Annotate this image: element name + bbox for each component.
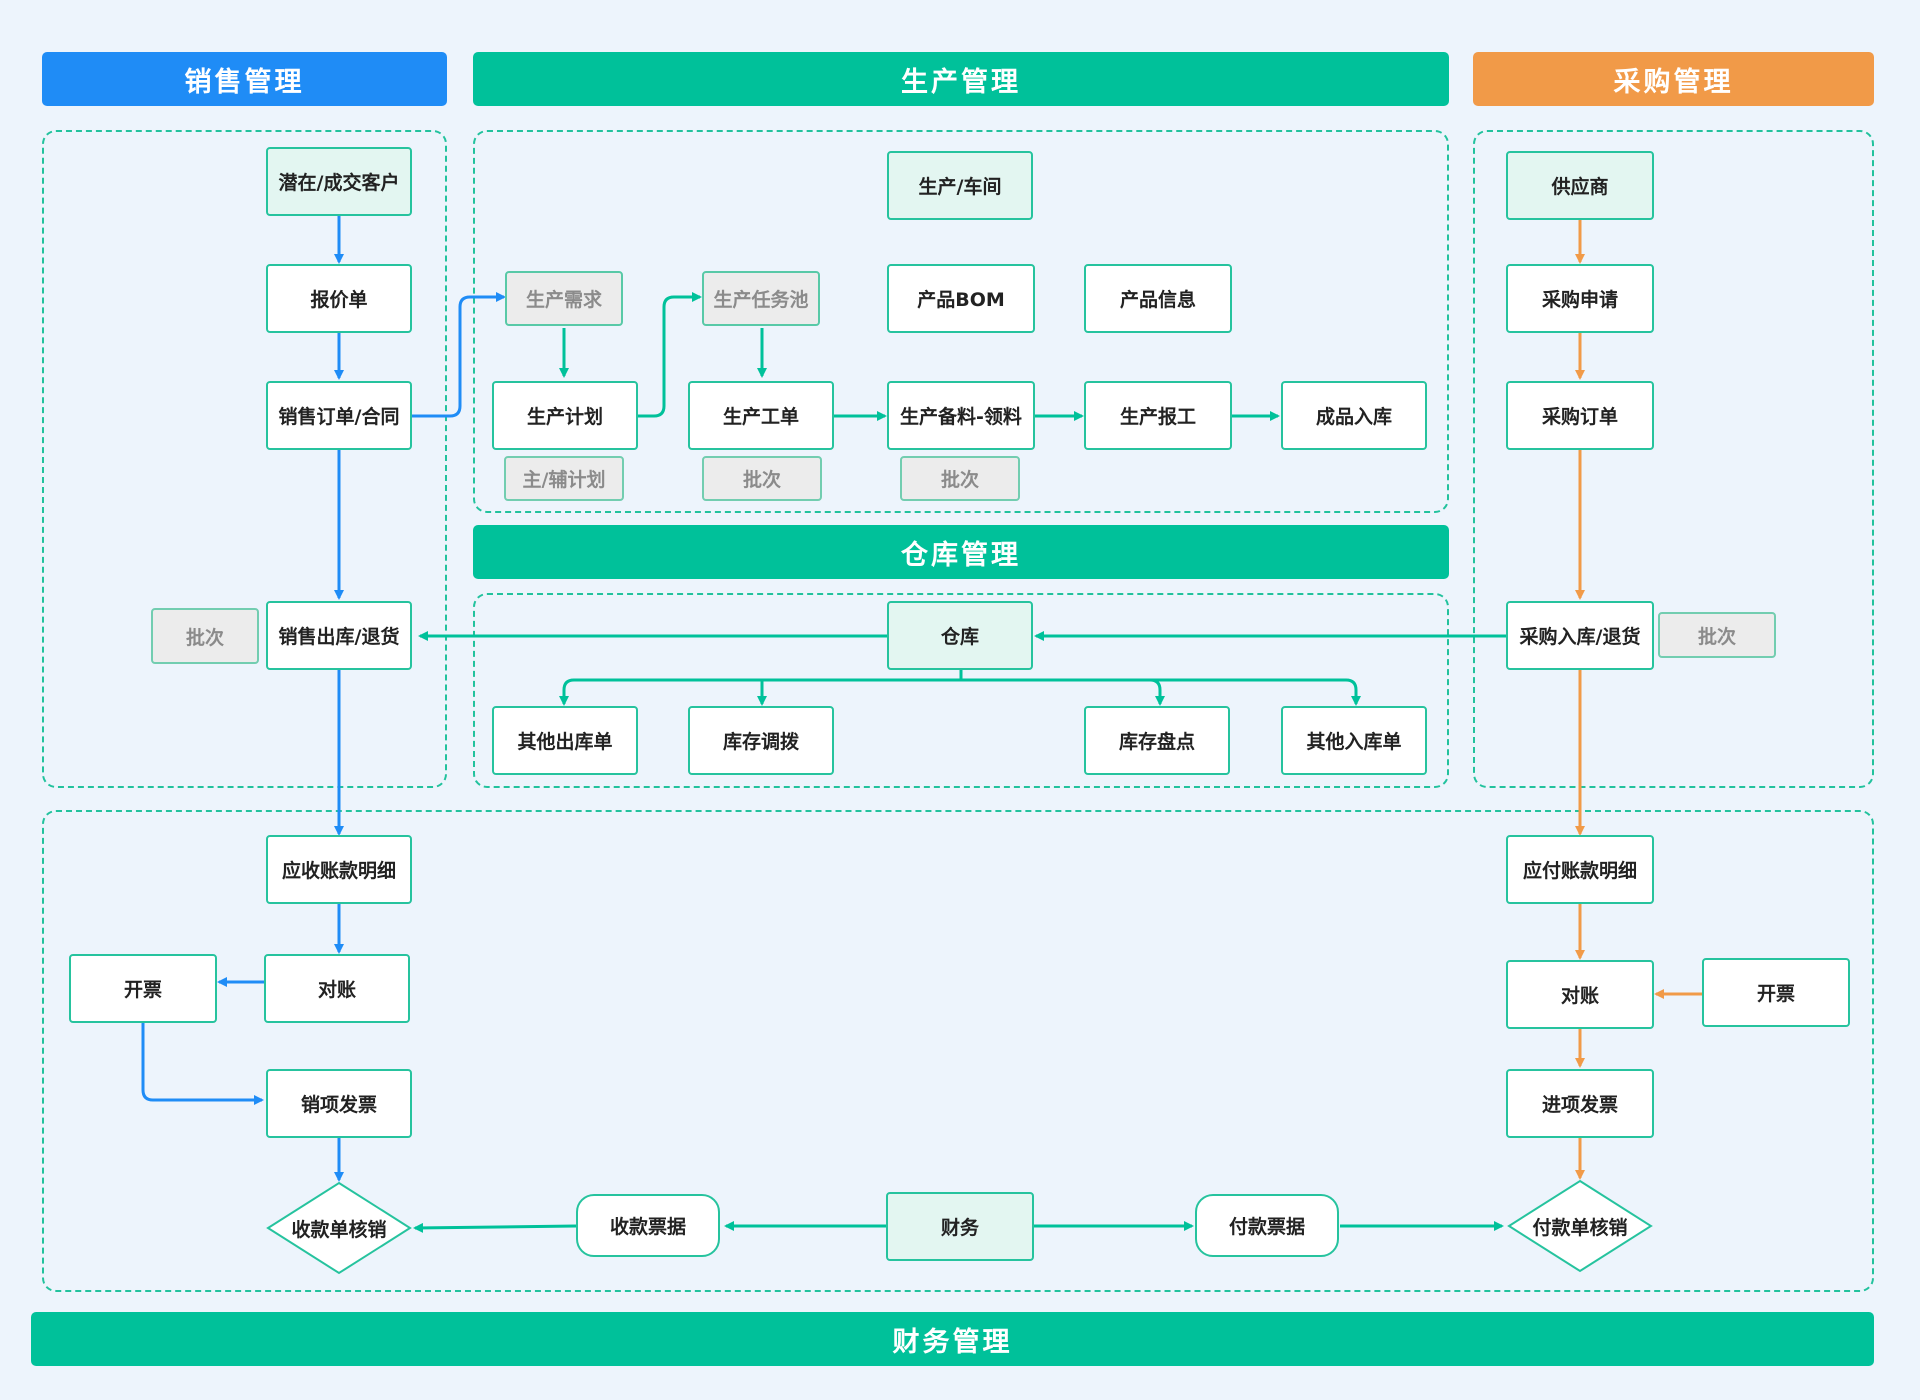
arrow-plan-to-taskpool [638, 292, 702, 418]
node-receivable-detail[interactable]: 应收账款明细 [266, 835, 412, 904]
production-region [473, 130, 1449, 513]
tag-purchase-batch: 批次 [1658, 612, 1776, 658]
node-purchase-order[interactable]: 采购订单 [1506, 381, 1654, 450]
node-purchase-request[interactable]: 采购申请 [1506, 264, 1654, 333]
node-task-pool[interactable]: 生产任务池 [702, 271, 820, 326]
production-management-header: 生产管理 [473, 52, 1449, 106]
arrow-invoice-to-sales-invoice [141, 1022, 264, 1105]
finance-region [42, 810, 1874, 1292]
sales-region [42, 130, 447, 788]
tag-batch-work-order: 批次 [702, 456, 822, 501]
arrow-receipt-bill-to-writeoff [413, 1222, 577, 1233]
node-production-report[interactable]: 生产报工 [1084, 381, 1232, 450]
node-payment-writeoff[interactable]: 付款单核销 [1532, 1216, 1628, 1239]
node-sales-order[interactable]: 销售订单/合同 [266, 381, 412, 450]
node-sales-invoice[interactable]: 销项发票 [266, 1069, 412, 1138]
node-other-inbound[interactable]: 其他入库单 [1281, 706, 1427, 775]
node-payable-detail[interactable]: 应付账款明细 [1506, 835, 1654, 904]
node-invoice-ap[interactable]: 开票 [1702, 958, 1850, 1027]
sales-management-header: 销售管理 [42, 52, 447, 106]
node-purchase-inbound[interactable]: 采购入库/退货 [1506, 601, 1654, 670]
tag-sales-batch: 批次 [151, 608, 259, 664]
node-product-info[interactable]: 产品信息 [1084, 264, 1232, 333]
node-payment-bill[interactable]: 付款票据 [1195, 1194, 1339, 1257]
node-stocktake[interactable]: 库存盘点 [1084, 706, 1230, 775]
node-finance[interactable]: 财务 [886, 1192, 1034, 1261]
node-material-picking[interactable]: 生产备料-领料 [887, 381, 1035, 450]
arrow-warehouse-branches [562, 670, 1358, 702]
node-product-bom[interactable]: 产品BOM [887, 264, 1035, 333]
warehouse-region [473, 593, 1449, 788]
node-quote[interactable]: 报价单 [266, 264, 412, 333]
arrow-order-to-demand [412, 292, 506, 418]
node-workshop[interactable]: 生产/车间 [887, 151, 1033, 220]
node-customer[interactable]: 潜在/成交客户 [266, 147, 412, 216]
node-supplier[interactable]: 供应商 [1506, 151, 1654, 220]
tag-main-aux-plan: 主/辅计划 [504, 456, 624, 501]
payment-writeoff-diamond [1507, 1179, 1653, 1273]
node-invoice-ar[interactable]: 开票 [69, 954, 217, 1023]
node-purchase-invoice[interactable]: 进项发票 [1506, 1069, 1654, 1138]
node-production-demand[interactable]: 生产需求 [505, 271, 623, 326]
warehouse-management-header: 仓库管理 [473, 525, 1449, 579]
node-sales-outbound[interactable]: 销售出库/退货 [266, 601, 412, 670]
purchase-region [1473, 130, 1874, 788]
receipt-writeoff-diamond [266, 1181, 412, 1275]
node-production-plan[interactable]: 生产计划 [492, 381, 638, 450]
node-finished-goods-in[interactable]: 成品入库 [1281, 381, 1427, 450]
purchase-management-header: 采购管理 [1473, 52, 1874, 106]
node-other-outbound[interactable]: 其他出库单 [492, 706, 638, 775]
node-warehouse[interactable]: 仓库 [887, 601, 1033, 670]
node-reconcile-ap[interactable]: 对账 [1506, 960, 1654, 1029]
node-stock-transfer[interactable]: 库存调拨 [688, 706, 834, 775]
finance-management-header: 财务管理 [31, 1312, 1874, 1366]
node-reconcile-ar[interactable]: 对账 [264, 954, 410, 1023]
node-work-order[interactable]: 生产工单 [688, 381, 834, 450]
node-receipt-bill[interactable]: 收款票据 [576, 1194, 720, 1257]
node-receipt-writeoff[interactable]: 收款单核销 [291, 1218, 387, 1241]
tag-batch-material: 批次 [900, 456, 1020, 501]
